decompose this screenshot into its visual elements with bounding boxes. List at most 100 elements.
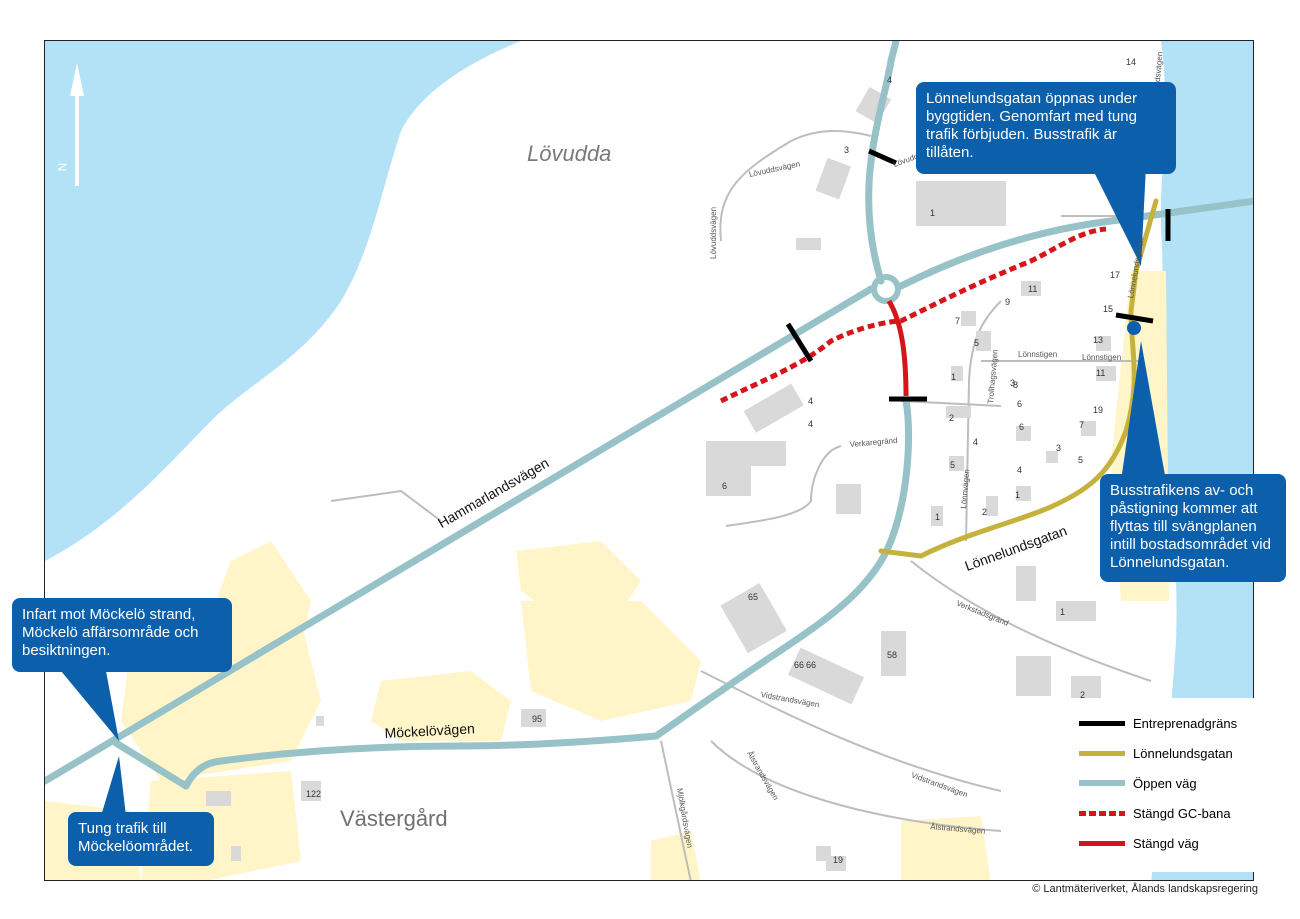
house-number: 95 [532, 714, 543, 724]
open-road-main-east [897, 197, 1253, 290]
house-number: 6 [1017, 399, 1023, 409]
legend-item: Stängd väg [1079, 828, 1248, 858]
house-number: 4 [1017, 465, 1023, 475]
minor-road [710, 740, 1002, 832]
building [949, 456, 964, 471]
building [1016, 426, 1031, 441]
building [1016, 566, 1036, 601]
building [1096, 366, 1116, 381]
lonnelundsgatan-road [878, 198, 1159, 559]
legend-item: Öppen väg [1079, 768, 1248, 798]
open-road-spur [112, 739, 190, 790]
legend-label: Stängd väg [1133, 835, 1199, 851]
field [371, 671, 511, 741]
open-road-hammarlandsvagen [45, 285, 875, 785]
minor-road [719, 130, 872, 242]
copyright: © Lantmäteriverket, Ålands landskapsrege… [1032, 883, 1258, 895]
building [836, 484, 861, 514]
road-label-lonnstigen: Lönnstigen [1018, 350, 1058, 359]
water-west [45, 41, 521, 561]
building [826, 856, 846, 871]
legend-label: Entreprenadgräns [1133, 715, 1238, 731]
building [931, 506, 943, 526]
north-arrow [70, 63, 84, 186]
house-number: 14 [1126, 57, 1137, 67]
house-number: 5 [1078, 455, 1084, 465]
house-number: 66 [794, 660, 805, 670]
building [1046, 451, 1058, 463]
building [720, 583, 787, 654]
building [787, 647, 865, 705]
house-number: 4 [973, 437, 979, 447]
closed-gc-path [719, 226, 1107, 404]
road-label-lonnstigen2: Lönnstigen [1082, 353, 1122, 362]
building [796, 238, 821, 250]
place-lovudda: Lövudda [527, 141, 612, 166]
building [301, 781, 321, 801]
building [1096, 336, 1111, 351]
building [521, 709, 546, 727]
building [976, 331, 991, 351]
bus-stop-marker [1127, 321, 1141, 335]
house-number: 58 [887, 650, 898, 660]
house-number: 9 [1005, 297, 1011, 307]
house-number: 122 [306, 789, 322, 799]
building [736, 441, 786, 466]
building [881, 631, 906, 676]
house-number: 6 [722, 481, 728, 491]
building [815, 157, 852, 200]
house-number: 3 [1010, 378, 1016, 388]
house-number: 5 [950, 460, 956, 470]
house-number: 6 [1019, 422, 1025, 432]
closed-road [886, 299, 909, 397]
house-number: 17 [1110, 270, 1121, 280]
house-number: 3 [1056, 443, 1062, 453]
building [916, 181, 1006, 226]
building [986, 496, 998, 516]
legend-item: Entreprenadgräns [1079, 708, 1248, 738]
solid-olive-line-icon [1079, 746, 1125, 760]
house-number: 11 [1096, 368, 1106, 378]
building [1021, 281, 1041, 296]
limit-line [1115, 312, 1154, 324]
open-road-mockelovagen [182, 732, 660, 790]
building [946, 406, 971, 418]
legend-label: Stängd GC-bana [1133, 805, 1231, 821]
minor-road [660, 740, 692, 880]
house-number: 19 [833, 855, 844, 865]
building [206, 791, 231, 806]
legend-item: Lönnelundsgatan [1079, 738, 1248, 768]
building [961, 311, 976, 326]
house-number: 13 [1093, 335, 1104, 345]
legend-label: Öppen väg [1133, 775, 1197, 791]
house-number: 3 [844, 145, 850, 155]
house-number: 66 [806, 660, 817, 670]
house-number: 7 [1079, 420, 1085, 430]
open-road-north [865, 41, 900, 285]
house-number: 1 [935, 512, 941, 522]
house-number: 1 [930, 208, 936, 218]
roundabout [871, 274, 901, 304]
solid-black-line-icon [1079, 716, 1125, 730]
building [743, 383, 804, 433]
field [901, 816, 991, 880]
north-label: N [55, 162, 70, 172]
house-number: 4 [808, 419, 814, 429]
minor-road [910, 560, 1152, 682]
building [1016, 656, 1051, 696]
callout-pointer [1121, 341, 1166, 481]
field [651, 831, 701, 880]
callout-pointer [101, 756, 126, 816]
house-number: 19 [1093, 405, 1104, 415]
house-number: 1 [1015, 490, 1021, 500]
minor-road [330, 489, 442, 522]
house-number: 1 [1060, 607, 1066, 617]
house-number: 1 [951, 372, 957, 382]
place-vastergard: Västergård [340, 806, 448, 831]
open-road-south [652, 397, 913, 740]
callout-heavy-traffic: Tung trafik till Möckelöområdet. [68, 812, 214, 866]
dashed-red-line-icon [1079, 806, 1125, 820]
house-number: 8 [1013, 380, 1019, 390]
legend-label: Lönnelundsgatan [1133, 745, 1233, 761]
house-number: 2 [949, 413, 955, 423]
